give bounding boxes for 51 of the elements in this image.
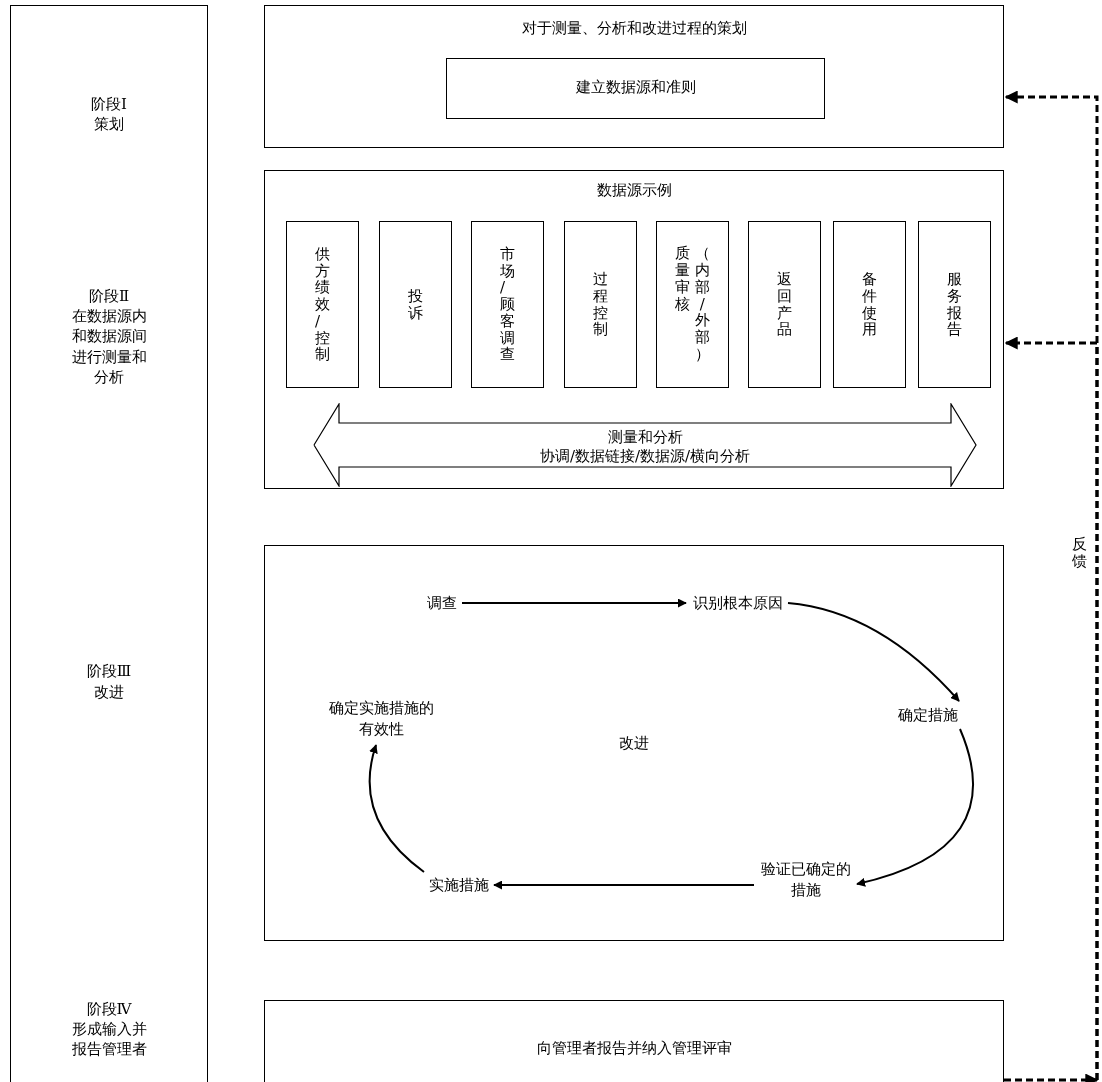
flow-arrow bbox=[461, 598, 687, 608]
step-label: 验证已确定的措施 bbox=[758, 859, 854, 903]
box-title: 向管理者报告并纳入管理评审 bbox=[535, 1038, 733, 1059]
step-label: 确定实施措施的有效性 bbox=[326, 698, 436, 742]
step-label: 调查 bbox=[425, 593, 459, 615]
source-label: 供方绩效/控制 bbox=[315, 245, 330, 364]
source-label: 过程控制 bbox=[593, 270, 608, 339]
edge-label: 反馈 bbox=[1072, 536, 1087, 570]
phase-heading: 阶段Ⅲ bbox=[85, 661, 133, 682]
phase-description: 改进 bbox=[93, 682, 125, 703]
source-label: 备件使用 bbox=[862, 270, 877, 339]
source-box bbox=[656, 221, 729, 388]
source-box bbox=[918, 221, 991, 388]
step-label: 实施措施 bbox=[427, 875, 491, 897]
source-box bbox=[471, 221, 544, 388]
phase-column bbox=[10, 5, 208, 1082]
step-label: 识别根本原因 bbox=[690, 593, 786, 615]
step-label: 确定措施 bbox=[895, 705, 961, 727]
flow-arrow bbox=[856, 728, 975, 887]
source-label: 返回产品 bbox=[777, 270, 792, 339]
arrow-title: 测量和分析 bbox=[606, 427, 684, 448]
source-box bbox=[379, 221, 452, 388]
flow-arrow bbox=[368, 744, 425, 873]
phase-heading: 阶段Ⅳ bbox=[85, 999, 133, 1020]
feedback-arrow bbox=[1004, 1073, 1099, 1082]
source-box bbox=[564, 221, 637, 388]
phase-box bbox=[264, 5, 1004, 148]
box-title: 改进 bbox=[618, 733, 650, 754]
phase-box bbox=[264, 1000, 1004, 1082]
phase-heading: 阶段Ⅰ bbox=[90, 94, 128, 115]
arrow-label: 协调/数据链接/数据源/横向分析 bbox=[538, 446, 752, 467]
process-box bbox=[446, 58, 825, 119]
phase-box bbox=[264, 545, 1004, 941]
source-box bbox=[748, 221, 821, 388]
box-title: 数据源示例 bbox=[595, 180, 673, 201]
box-title: 建立数据源和准则 bbox=[574, 77, 697, 98]
source-label: 市场/顾客调查 bbox=[500, 245, 515, 364]
source-box bbox=[833, 221, 906, 388]
flow-arrow bbox=[493, 880, 755, 890]
source-label: 投诉 bbox=[408, 287, 423, 322]
source-label: （内部/外部）质量审核 bbox=[675, 245, 710, 364]
phase-description: 形成输入并报告管理者 bbox=[70, 1019, 148, 1060]
phase-heading: 阶段Ⅱ bbox=[87, 286, 131, 307]
phase-box bbox=[264, 170, 1004, 489]
source-box bbox=[286, 221, 359, 388]
phase-description: 在数据源内和数据源间进行测量和分析 bbox=[70, 306, 148, 387]
feedback-arrow bbox=[1004, 336, 1099, 1080]
source-label: 服务报告 bbox=[947, 270, 962, 339]
box-title: 对于测量、分析和改进过程的策划 bbox=[520, 18, 748, 39]
phase-description: 策划 bbox=[93, 114, 125, 135]
flow-arrow bbox=[787, 602, 960, 702]
